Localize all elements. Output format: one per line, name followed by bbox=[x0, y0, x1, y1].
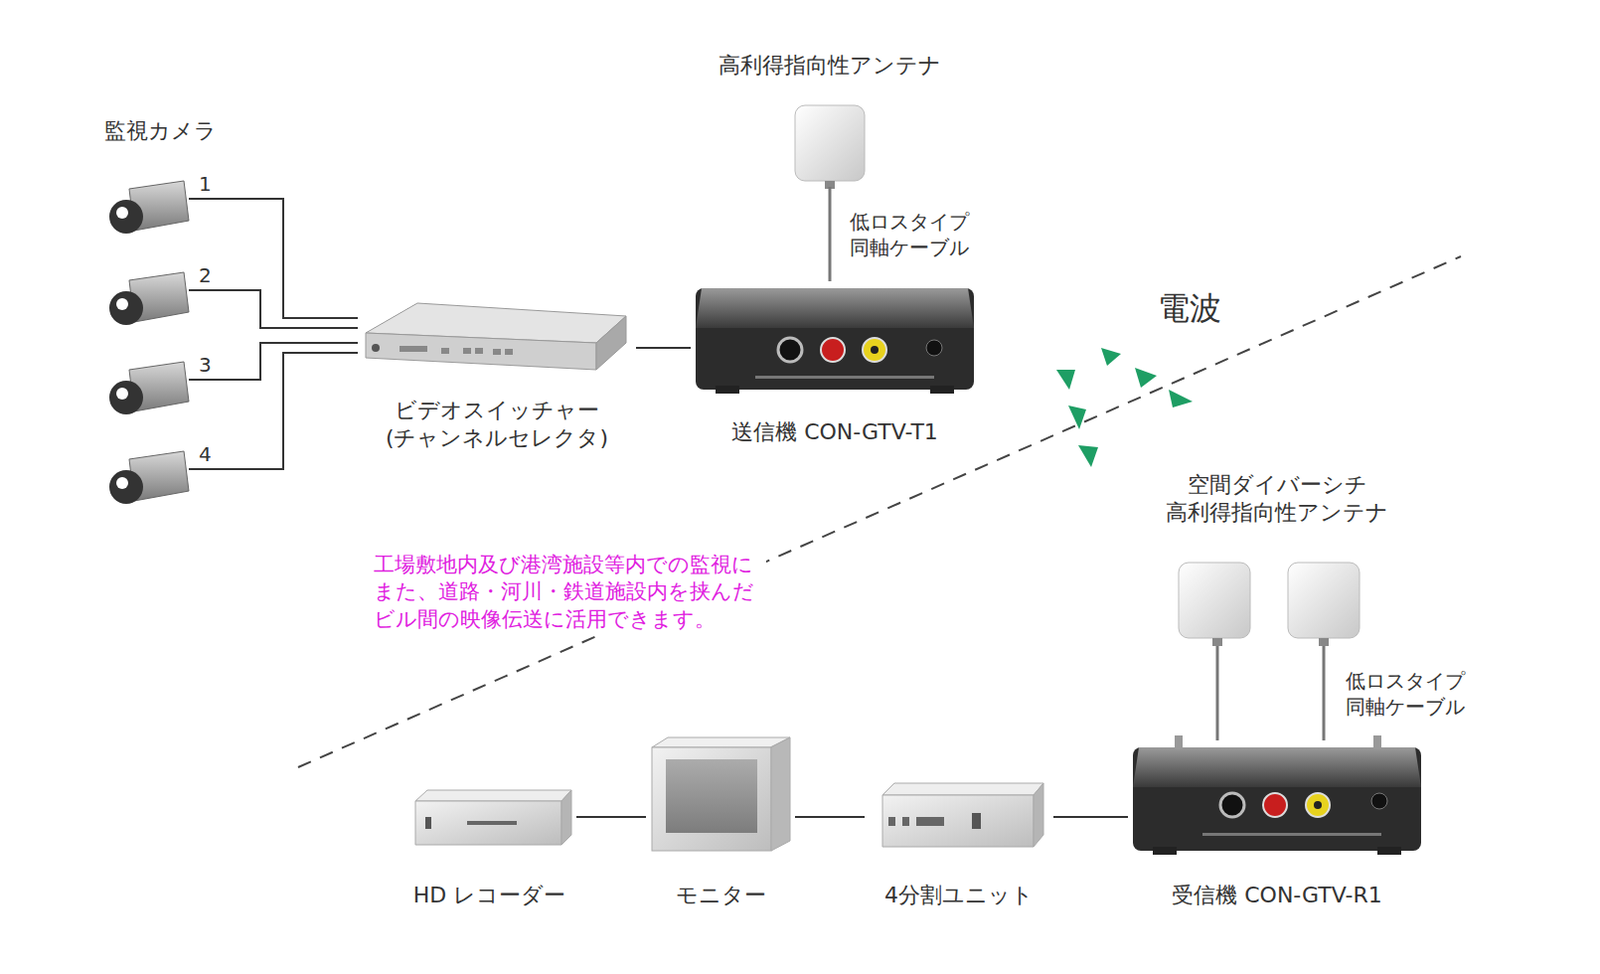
monitor-node: モニター bbox=[645, 733, 796, 910]
cable-line bbox=[828, 186, 832, 282]
cable-line bbox=[188, 198, 358, 319]
cable-line bbox=[576, 815, 646, 818]
note-text: 工場敷地内及び港湾施設等内での監視に また、道路・河川・鉄道施設内を挟んだ ビル… bbox=[369, 549, 767, 636]
node-label: 3 bbox=[198, 353, 212, 376]
node-label: (チャンネルセレクタ) bbox=[385, 424, 609, 453]
antenna-icon bbox=[795, 105, 865, 189]
receiver-device bbox=[1132, 735, 1422, 855]
camera-node: 3 bbox=[104, 359, 189, 420]
boundary-line bbox=[298, 256, 1461, 768]
quad-unit-node: 4分割ユニット bbox=[864, 779, 1054, 910]
antenna-pair-node: 空間ダイバーシチ高利得指向性アンテナ bbox=[1142, 471, 1412, 646]
recorder-device bbox=[415, 790, 572, 845]
recorder-node: HD レコーダー bbox=[402, 785, 577, 910]
node-label: 2 bbox=[198, 264, 212, 287]
switcher-node: ビデオスイッチャー(チャンネルセレクタ) bbox=[357, 298, 637, 453]
node-label: 高利得指向性アンテナ bbox=[1165, 498, 1389, 527]
camera-icons bbox=[109, 180, 189, 504]
cable-line bbox=[1216, 645, 1220, 741]
node-label: 受信機 CON-GTV-R1 bbox=[1171, 881, 1383, 910]
node-label: 4分割ユニット bbox=[884, 881, 1034, 910]
camera-node: 4 bbox=[104, 449, 189, 509]
quad-unit-device bbox=[882, 783, 1044, 847]
switcher-device bbox=[365, 303, 627, 370]
cable-line bbox=[636, 346, 691, 349]
receiver-node: 受信機 CON-GTV-R1 bbox=[1127, 740, 1427, 910]
cable-line bbox=[188, 352, 358, 470]
node-label: 1 bbox=[198, 172, 212, 195]
node-label: 送信機 CON-GTV-T1 bbox=[731, 418, 939, 447]
camera-node: 1 bbox=[104, 178, 189, 239]
antenna-icon bbox=[1178, 562, 1360, 646]
radio-wave-label: 電波 bbox=[1157, 288, 1222, 330]
transmitter-device bbox=[695, 288, 974, 394]
camera-node: 2 bbox=[104, 270, 189, 330]
transmitter-node: 送信機 CON-GTV-T1 bbox=[690, 281, 979, 447]
group-label: 監視カメラ bbox=[104, 117, 217, 147]
cable-line bbox=[1053, 815, 1128, 818]
cable-line bbox=[1322, 645, 1326, 741]
cable-label: 低ロスタイプ 同軸ケーブル bbox=[849, 208, 975, 261]
antenna-node: 高利得指向性アンテナ bbox=[695, 51, 964, 187]
monitor-device bbox=[651, 737, 791, 851]
cable-line bbox=[188, 342, 358, 380]
node-label: ビデオスイッチャー bbox=[394, 396, 600, 425]
cable-line bbox=[188, 290, 358, 328]
node-label: モニター bbox=[675, 881, 767, 910]
radio-wave-arrows bbox=[1056, 347, 1193, 468]
node-label: HD レコーダー bbox=[413, 881, 566, 910]
cable-line bbox=[795, 815, 865, 818]
cable-label: 低ロスタイプ 同軸ケーブル bbox=[1345, 667, 1471, 720]
node-label: 4 bbox=[198, 443, 212, 466]
node-label: 空間ダイバーシチ bbox=[1187, 471, 1368, 499]
node-label: 高利得指向性アンテナ bbox=[718, 51, 942, 80]
